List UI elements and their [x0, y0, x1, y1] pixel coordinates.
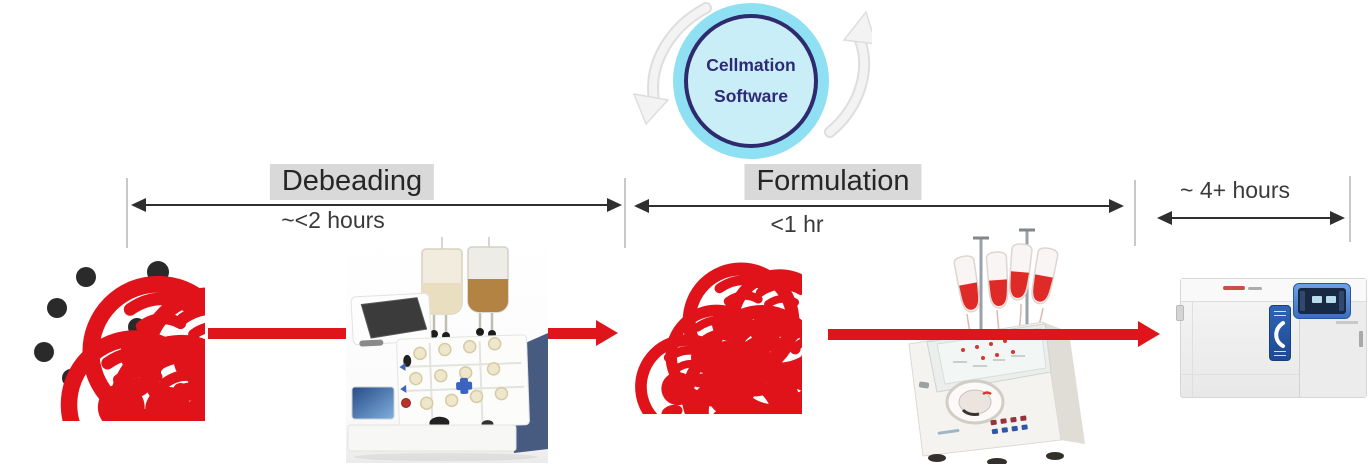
display-screen: [1298, 288, 1346, 314]
span-arrowhead-icon: [1157, 211, 1172, 225]
arrow-shaft: [828, 329, 1138, 340]
timeline-tick-1: [126, 178, 128, 248]
cycle-arrows-icon: [632, 2, 872, 138]
bead-icon: [47, 298, 67, 318]
phase-duration-formulation: <1 hr: [770, 211, 824, 237]
span-arrow-freeze: [1170, 217, 1332, 219]
door-seam: [1181, 374, 1299, 375]
product-bags: [953, 243, 1059, 313]
badge-text-line: [1274, 351, 1286, 352]
cellmation-software-label: Cellmation Software: [684, 14, 818, 148]
process-arrow-2: [828, 321, 1160, 347]
span-arrowhead-icon: [1109, 199, 1124, 213]
timeline-tick-2: [624, 178, 626, 248]
badge-line-2: Software: [714, 86, 788, 106]
door-handle: [1176, 305, 1184, 321]
badge-text-line: [1274, 315, 1286, 316]
controlled-rate-freezer-image: [1176, 278, 1367, 398]
model-caption: [1336, 321, 1358, 324]
cellmation-software-badge: Cellmation Software: [673, 3, 829, 159]
vent: [1359, 331, 1363, 347]
badge-line-1: Cellmation: [706, 55, 796, 75]
bead-icon: [34, 342, 54, 362]
phase-duration-freeze: ~ 4+ hours: [1180, 177, 1290, 203]
span-arrowhead-icon: [634, 199, 649, 213]
span-arrowhead-icon: [131, 198, 146, 212]
beaded-cells-cluster: [34, 261, 205, 421]
door-badge: [1269, 305, 1291, 361]
span-arrow-debeading: [144, 204, 610, 206]
phase-duration-debeading: ~<2 hours: [281, 207, 385, 233]
debeading-instrument-image: [346, 237, 548, 463]
cell-processing-system-image: [908, 228, 1085, 464]
timeline-tick-3: [1134, 180, 1136, 246]
span-arrow-formulation: [647, 205, 1111, 207]
screen-sidebar: [1339, 291, 1344, 311]
door-seam: [1192, 301, 1193, 397]
phase-label-formulation: Formulation: [744, 164, 922, 200]
crescent-icon: [1274, 321, 1285, 348]
debeaded-cells-cluster: [632, 252, 802, 414]
arrow-head-icon: [1138, 321, 1160, 347]
arrow-head-icon: [596, 320, 618, 346]
brand-logo: [1223, 286, 1262, 290]
bead-icon: [76, 267, 96, 287]
bead-icon: [147, 261, 169, 283]
span-arrowhead-icon: [1330, 211, 1345, 225]
badge-text-line: [1274, 311, 1286, 312]
span-arrowhead-icon: [607, 198, 622, 212]
timeline-tick-4: [1349, 176, 1351, 242]
badge-text-line: [1274, 355, 1286, 356]
temperature-readout: [1326, 296, 1336, 303]
screen-sidebar: [1300, 291, 1305, 311]
phase-label-debeading: Debeading: [269, 164, 435, 200]
temperature-display: [1293, 283, 1351, 319]
temperature-readout: [1312, 296, 1322, 303]
